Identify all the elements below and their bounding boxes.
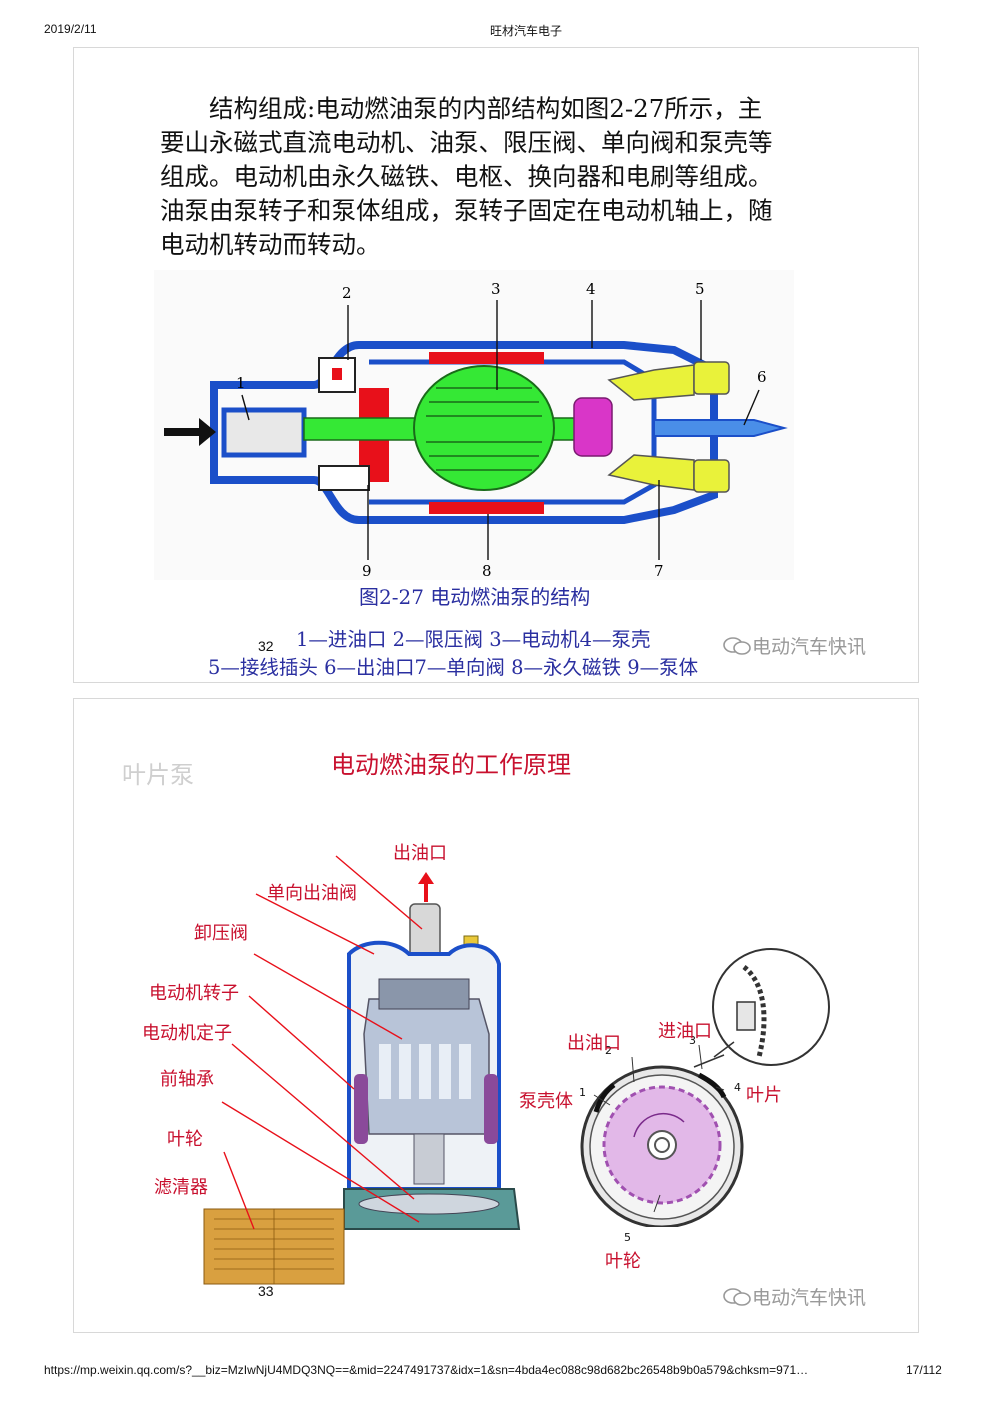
footer-page-number: 17/112 (906, 1363, 942, 1377)
label-impeller: 叶轮 (167, 1129, 203, 1150)
paragraph-line: 电动机转动而转动。 (160, 230, 381, 259)
watermark-text: 电动汽车快讯 (752, 1287, 867, 1309)
figure-caption: 图2-27 电动燃油泵的结构 (359, 585, 591, 609)
watermark: 电动汽车快讯 (722, 1283, 866, 1310)
label-section-impeller: 叶轮 (605, 1251, 641, 1272)
paragraph-line: 组成。电动机由永久磁铁、电枢、换向器和电刷等组成。 (160, 162, 773, 191)
paragraph-line: 要山永磁式直流电动机、油泵、限压阀、单向阀和泵壳等 (160, 128, 773, 157)
callout-number: 1 (236, 374, 246, 392)
fuel-pump-cross-section-diagram: 1 2 3 4 5 6 7 8 9 (154, 270, 794, 580)
section-number: 5 (624, 1231, 631, 1244)
magnet-top (429, 352, 544, 364)
slide-title: 电动燃油泵的工作原理 (331, 751, 571, 779)
corner-label: 叶片泵 (122, 761, 194, 789)
paragraph-line: 结构组成:电动燃油泵的内部结构如图2-27所示，主 (209, 94, 763, 123)
section-number: 2 (605, 1044, 612, 1057)
callout-number: 3 (491, 280, 501, 298)
footer-url[interactable]: https://mp.weixin.qq.com/s?__biz=MzIwNjU… (44, 1363, 809, 1377)
paragraph-line: 油泵由泵转子和泵体组成，泵转子固定在电动机轴上，随 (160, 196, 773, 225)
legend-line-1: 1—进油口 2—限压阀 3—电动机4—泵壳 (296, 628, 651, 651)
label-rotor: 电动机转子 (149, 983, 239, 1004)
vane-pump-section-diagram (580, 948, 830, 1227)
watermark-text: 电动汽车快讯 (752, 636, 867, 658)
section-number: 3 (689, 1034, 696, 1047)
page-number: 33 (258, 1283, 274, 1299)
label-check-valve: 单向出油阀 (267, 883, 357, 904)
section-number: 1 (579, 1086, 586, 1099)
label-bearing: 前轴承 (160, 1069, 214, 1090)
callout-number: 5 (695, 280, 705, 298)
header-date: 2019/2/11 (44, 22, 97, 36)
callout-number: 8 (482, 562, 492, 580)
label-section-inlet: 进油口 (658, 1021, 712, 1042)
label-section-vane: 叶片 (746, 1085, 782, 1106)
callout-number: 7 (654, 562, 664, 580)
callout-number: 2 (342, 284, 352, 302)
slide-fuel-pump-structure: 结构组成:电动燃油泵的内部结构如图2-27所示，主 要山永磁式直流电动机、油泵、… (73, 47, 919, 683)
section-number: 4 (734, 1081, 741, 1094)
label-section-housing: 泵壳体 (519, 1091, 573, 1112)
vane-pump-cutaway-diagram (203, 855, 521, 1285)
label-outlet: 出油口 (393, 843, 447, 864)
legend-line-2: 5—接线插头 6—出油口7—单向阀 8—永久磁铁 9—泵体 (208, 656, 699, 679)
header-title: 旺材汽车电子 (490, 24, 563, 38)
label-filter: 滤清器 (154, 1177, 208, 1198)
label-relief-valve: 卸压阀 (194, 923, 248, 944)
slide-fuel-pump-working-principle: 叶片泵 电动燃油泵的工作原理 (73, 698, 919, 1333)
magnet-bottom (429, 502, 544, 514)
structure-paragraph: 结构组成:电动燃油泵的内部结构如图2-27所示，主 要山永磁式直流电动机、油泵、… (160, 92, 860, 262)
wechat-icon (722, 636, 752, 656)
callout-number: 9 (362, 562, 372, 580)
page-number: 32 (258, 638, 274, 654)
callout-number: 6 (757, 368, 767, 386)
label-section-outlet: 出油口 (567, 1033, 621, 1054)
label-stator: 电动机定子 (142, 1023, 232, 1044)
callout-number: 4 (586, 280, 596, 298)
wechat-icon (722, 1287, 752, 1307)
watermark: 电动汽车快讯 (722, 632, 866, 659)
